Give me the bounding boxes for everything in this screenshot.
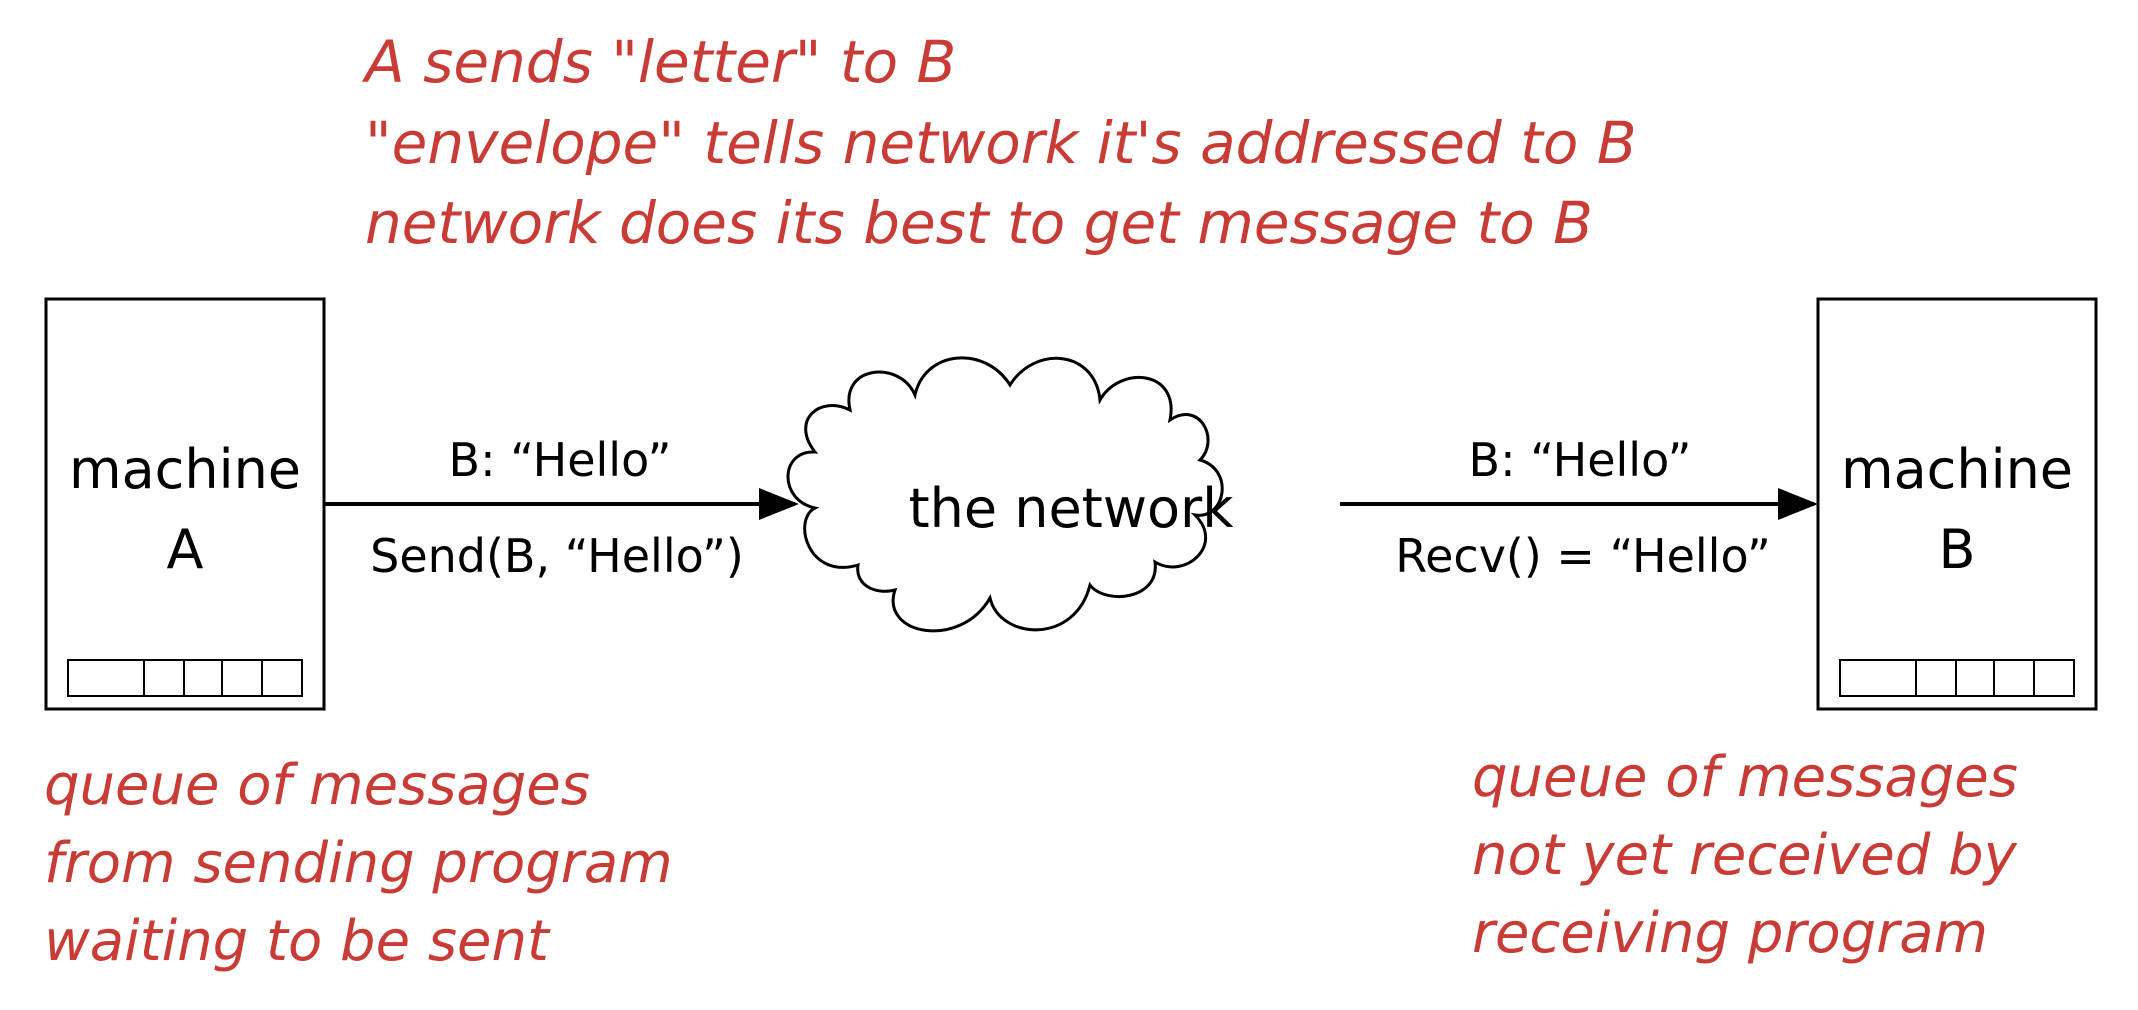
cloud-shape xyxy=(786,356,1224,633)
bottom-left-annotation-line-3: waiting to be sent xyxy=(44,909,551,974)
send-arrow: B: “Hello” Send(B, “Hello”) xyxy=(324,433,799,583)
bottom-right-annotation-line-3: receiving program xyxy=(1472,901,1988,966)
machine-b-label-line-1: machine xyxy=(1841,438,2073,501)
receive-arrow-label-above: B: “Hello” xyxy=(1469,433,1692,487)
network-label: the network xyxy=(908,477,1234,540)
machine-b-box xyxy=(1816,297,2098,711)
receive-arrow: B: “Hello” Recv() = “Hello” xyxy=(1340,433,1818,583)
bottom-left-annotation-line-2: from sending program xyxy=(44,831,673,896)
top-annotation: A sends "letter" to B "envelope" tells n… xyxy=(361,28,1637,257)
top-annotation-line-1: A sends "letter" to B xyxy=(361,28,956,96)
machine-a-label-line-2: A xyxy=(167,518,204,581)
top-annotation-line-3: network does its best to get message to … xyxy=(365,189,1593,257)
machine-b-receive-queue xyxy=(1839,659,2075,697)
machine-a-label-line-1: machine xyxy=(69,438,301,501)
bottom-right-annotation: queue of messages not yet received by re… xyxy=(1472,745,2018,966)
top-annotation-line-2: "envelope" tells network it's addressed … xyxy=(365,109,1637,177)
bottom-right-annotation-line-1: queue of messages xyxy=(1472,745,2018,810)
machine-b-label-line-2: B xyxy=(1938,518,1975,581)
bottom-right-annotation-line-2: not yet received by xyxy=(1472,823,2018,888)
send-arrow-label-below: Send(B, “Hello”) xyxy=(370,529,744,583)
send-arrow-label-above: B: “Hello” xyxy=(449,433,672,487)
receive-arrow-label-below: Recv() = “Hello” xyxy=(1395,529,1771,583)
machine-b: machine B xyxy=(1816,297,2098,711)
machine-a: machine A xyxy=(44,297,326,711)
network-cloud: the network xyxy=(786,356,1234,633)
bottom-left-annotation: queue of messages from sending program w… xyxy=(44,753,673,974)
machine-a-send-queue xyxy=(67,659,303,697)
machine-a-box xyxy=(44,297,326,711)
bottom-left-annotation-line-1: queue of messages xyxy=(44,753,590,818)
